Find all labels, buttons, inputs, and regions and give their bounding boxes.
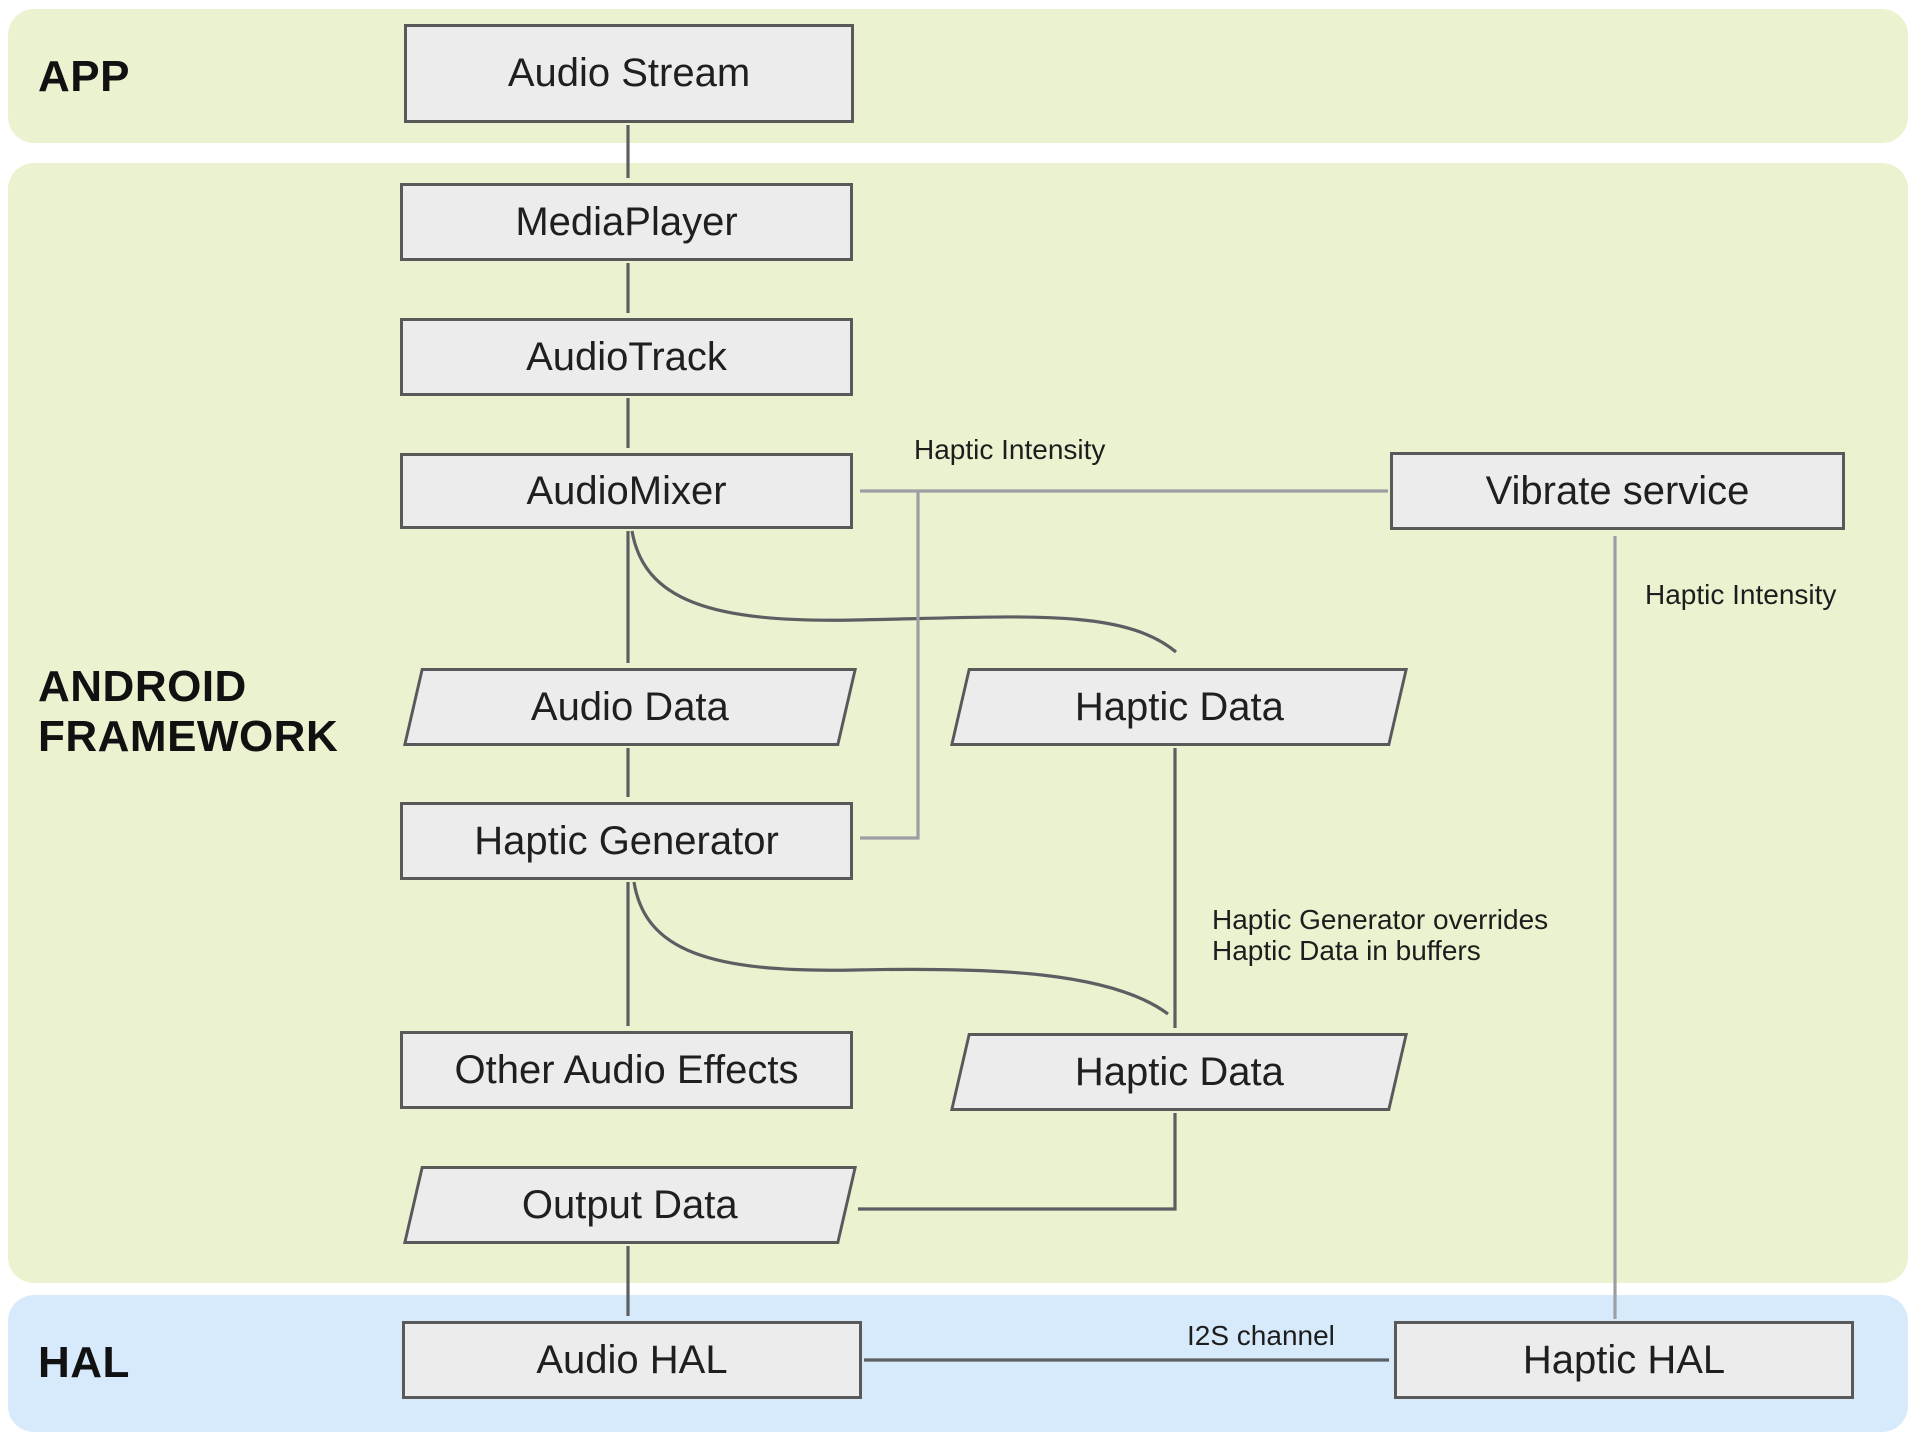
arrow-vibrateservice-to-hapticgenerator [860, 491, 920, 840]
arrow-audiomixer-to-hapticdata1 [630, 530, 1178, 654]
edge-label-i2s-channel: I2S channel [1187, 1320, 1335, 1351]
node-label: Haptic Data [1074, 1049, 1284, 1094]
node-media-player: MediaPlayer [400, 183, 853, 261]
node-other-audio-effects: Other Audio Effects [400, 1031, 853, 1109]
node-label: Other Audio Effects [454, 1047, 799, 1092]
node-label: Haptic Data [1074, 684, 1284, 729]
node-haptic-generator: Haptic Generator [400, 802, 853, 880]
curve-hapticgenerator-to-hapticdata2 [632, 881, 1169, 1016]
node-audio-data: Audio Data [402, 668, 858, 746]
node-label: Vibrate service [1485, 468, 1750, 513]
node-audio-mixer: AudioMixer [400, 453, 853, 529]
node-label: Haptic Generator [474, 818, 779, 863]
node-label: AudioTrack [526, 334, 727, 379]
band-app [8, 9, 1908, 143]
node-audio-stream: Audio Stream [404, 24, 854, 123]
node-label: Audio HAL [536, 1337, 728, 1382]
edge-label-haptic-intensity-mixer: Haptic Intensity [914, 434, 1106, 465]
node-label: Haptic HAL [1522, 1337, 1726, 1382]
node-output-data: Output Data [402, 1166, 858, 1244]
node-haptic-data-2: Haptic Data [949, 1033, 1409, 1111]
node-vibrate-service: Vibrate service [1390, 452, 1845, 530]
band-label-android-framework: ANDROID FRAMEWORK [38, 662, 339, 761]
band-label-hal: HAL [38, 1338, 130, 1387]
arrow-hapticdata2-to-outputdata [858, 1113, 1177, 1211]
node-haptic-hal: Haptic HAL [1394, 1321, 1854, 1399]
node-label: MediaPlayer [515, 199, 738, 244]
node-label: Audio Stream [507, 51, 751, 95]
node-label: Audio Data [531, 684, 729, 729]
node-label: Output Data [522, 1182, 738, 1227]
edge-label-haptic-generator-overrides-note: Haptic Generator overrides Haptic Data i… [1212, 904, 1549, 966]
node-label: AudioMixer [526, 468, 727, 513]
edge-label-haptic-intensity-vibrate: Haptic Intensity [1645, 579, 1837, 610]
node-audio-track: AudioTrack [400, 318, 853, 396]
node-audio-hal: Audio HAL [402, 1321, 862, 1399]
node-haptic-data-1: Haptic Data [949, 668, 1409, 746]
band-label-app: APP [38, 52, 130, 101]
